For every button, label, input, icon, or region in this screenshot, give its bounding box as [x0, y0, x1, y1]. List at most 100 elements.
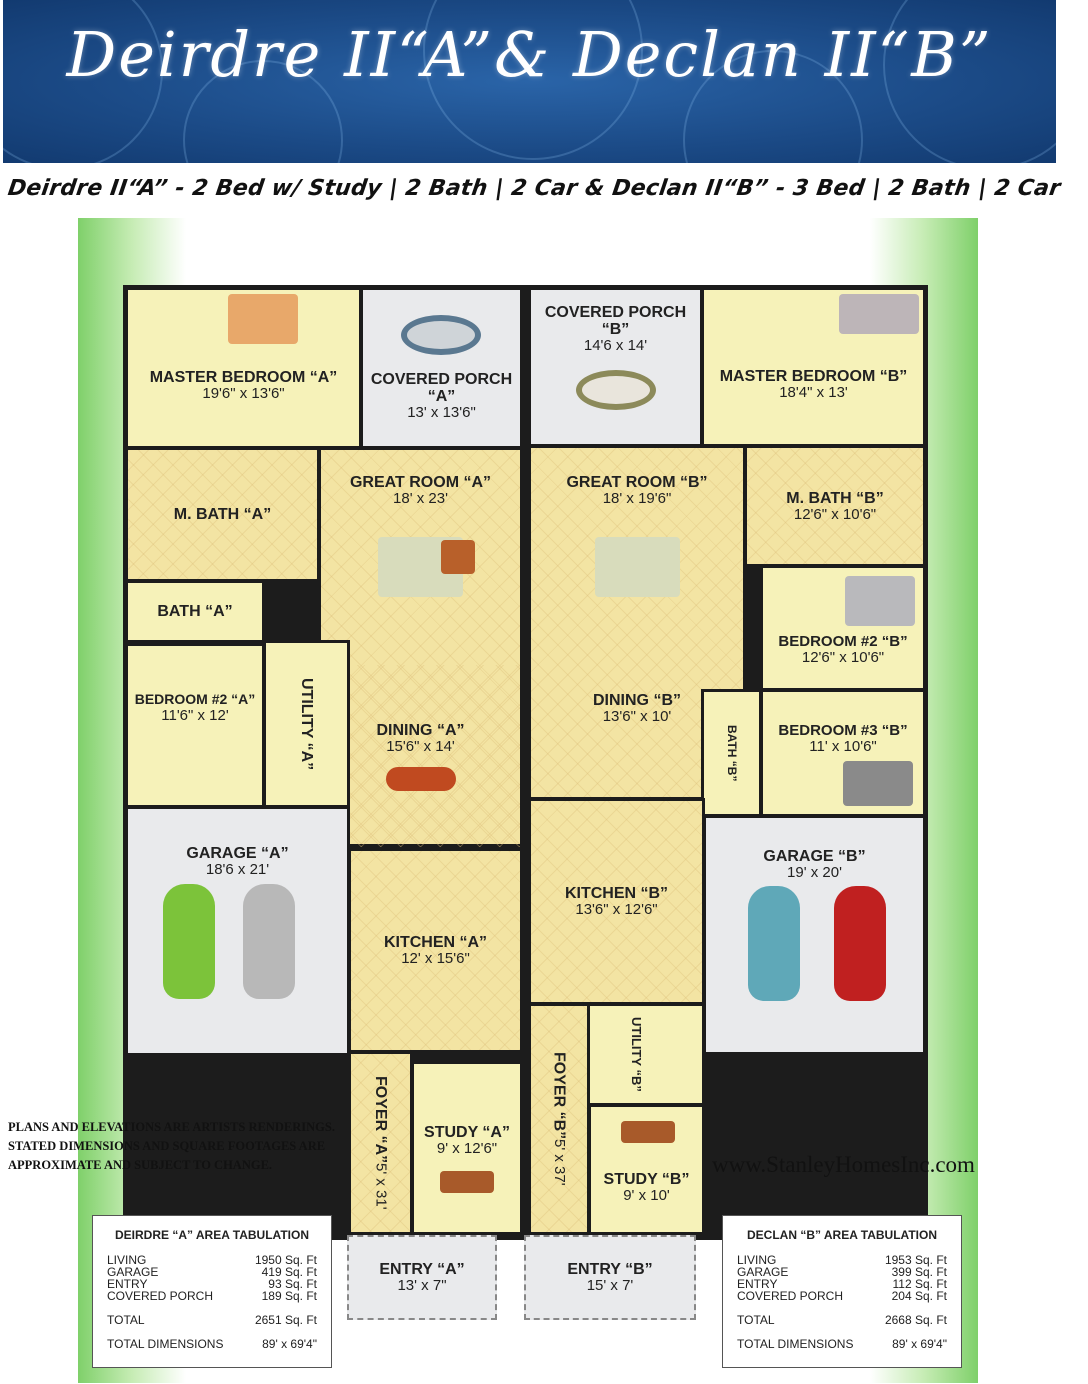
- room-text: 15' x 7': [586, 1277, 634, 1294]
- room-text: 14'6 x 14': [583, 337, 648, 354]
- tab-dimensions: TOTAL DIMENSIONS 89' x 69'4": [107, 1338, 317, 1350]
- room-text: STUDY “B”: [603, 1171, 690, 1188]
- room-text: 9' x 10': [623, 1187, 670, 1204]
- car-illustration: [834, 886, 886, 1001]
- banner-swirl: [3, 0, 163, 163]
- furniture-shape: [843, 761, 913, 806]
- room-text: COVERED PORCH: [737, 1289, 844, 1303]
- room-bedroom-2-b: BEDROOM #2 “B”12'6" x 10'6": [760, 565, 926, 691]
- room-text: 19'6" x 13'6": [202, 384, 285, 402]
- room-text: 11' x 10'6": [809, 738, 877, 755]
- room-text: ENTRY: [737, 1277, 778, 1291]
- room-master-bedroom-a: MASTER BEDROOM “A”19'6" x 13'6": [125, 287, 362, 449]
- room-text: TOTAL DIMENSIONS: [737, 1337, 854, 1351]
- room-text: LIVING: [107, 1253, 147, 1267]
- room-study-b: STUDY “B”9' x 10': [588, 1104, 705, 1235]
- room-text: TOTAL: [107, 1313, 145, 1327]
- room-bedroom-3-b: BEDROOM #3 “B”11' x 10'6": [760, 689, 926, 817]
- room-dining-a: DINING “A”15'6" x 14': [318, 665, 523, 850]
- room-garage-a: GARAGE “A”18'6 x 21': [125, 806, 350, 1056]
- room-text: BATH “A”: [157, 603, 233, 620]
- tabulation-title: DECLAN “B” AREA TABULATION: [747, 1228, 937, 1242]
- floor-plan: MASTER BEDROOM “A”19'6" x 13'6" COVERED …: [123, 285, 928, 1240]
- room-text: 5' x 31': [372, 1163, 390, 1210]
- tab-row: ENTRY 112 Sq. Ft: [737, 1278, 947, 1290]
- room-foyer-b: FOYER “B”5' x 37': [528, 1003, 590, 1235]
- room-text: TOTAL: [737, 1313, 775, 1327]
- room-entry-a: ENTRY “A”13' x 7": [347, 1235, 497, 1320]
- banner-title: Deirdre II“A”& Declan II“B”: [66, 18, 993, 91]
- furniture-shape: [228, 294, 298, 344]
- room-text: KITCHEN “A”: [383, 934, 488, 951]
- room-text: 89' x 69'4": [262, 1337, 317, 1351]
- furniture-shape: [845, 576, 915, 626]
- website-link[interactable]: www.StanleyHomesInc.com: [712, 1152, 975, 1177]
- room-text: 89' x 69'4": [892, 1337, 947, 1351]
- room-text: 13' x 13'6": [407, 403, 476, 421]
- room-text: 12'6" x 10'6": [801, 649, 885, 666]
- room-text: COVERED PORCH “A”: [370, 370, 513, 405]
- room-text: GARAGE “B”: [763, 848, 866, 865]
- room-text: BATH “B”: [725, 724, 739, 782]
- room-text: STUDY “A”: [424, 1124, 510, 1141]
- room-text: DINING “B”: [593, 692, 681, 709]
- disclaimer: PLANS AND ELEVATIONS ARE ARTISTS RENDERI…: [8, 1120, 335, 1172]
- furniture-shape: [621, 1121, 675, 1143]
- furniture-shape: [575, 370, 656, 410]
- room-m-bath-a: M. BATH “A”: [125, 447, 320, 582]
- furniture-shape: [839, 294, 919, 334]
- room-text: 204 Sq. Ft: [891, 1289, 947, 1303]
- room-text: TOTAL DIMENSIONS: [107, 1337, 224, 1351]
- room-master-bedroom-b: MASTER BEDROOM “B”18'4" x 13': [701, 287, 926, 447]
- tab-total: TOTAL 2651 Sq. Ft: [107, 1314, 317, 1326]
- tab-row: GARAGE 419 Sq. Ft: [107, 1266, 317, 1278]
- room-text: 1953 Sq. Ft: [884, 1253, 947, 1267]
- room-text: GARAGE: [107, 1265, 159, 1279]
- room-text: M. BATH “B”: [786, 489, 884, 507]
- tab-dimensions: TOTAL DIMENSIONS 89' x 69'4": [737, 1338, 947, 1350]
- room-utility-b: UTILITY “B”: [568, 1003, 705, 1106]
- room-text: BEDROOM #3 “B”: [778, 722, 908, 739]
- room-text: 1950 Sq. Ft: [254, 1253, 317, 1267]
- room-text: UTILITY “A”: [298, 677, 315, 771]
- tab-total: TOTAL 2668 Sq. Ft: [737, 1314, 947, 1326]
- room-text: 93 Sq. Ft: [268, 1277, 317, 1291]
- room-text: ENTRY: [107, 1277, 148, 1291]
- room-text: 15'6" x 14': [386, 737, 455, 755]
- room-m-bath-b: M. BATH “B”12'6" x 10'6": [744, 445, 926, 567]
- room-text: 189 Sq. Ft: [261, 1289, 317, 1303]
- room-text: ENTRY “B”: [567, 1261, 653, 1278]
- room-text: 19' x 20': [787, 864, 842, 881]
- room-utility-a: UTILITY “A”: [263, 640, 350, 808]
- room-text: 9' x 12'6": [436, 1140, 498, 1157]
- room-entry-b: ENTRY “B”15' x 7': [524, 1235, 696, 1320]
- room-kitchen-b: KITCHEN “B”13'6" x 12'6": [528, 798, 705, 1005]
- room-garage-b: GARAGE “B”19' x 20': [703, 815, 926, 1055]
- furniture-shape: [401, 315, 481, 355]
- car-illustration: [243, 884, 295, 999]
- room-text: 13'6" x 12'6": [575, 901, 658, 918]
- tabulation-title: DEIRDRE “A” AREA TABULATION: [115, 1228, 309, 1242]
- room-text: 13' x 7": [397, 1277, 447, 1294]
- room-text: 419 Sq. Ft: [261, 1265, 317, 1279]
- room-text: 18'4" x 13': [779, 383, 848, 401]
- room-text: 12' x 15'6": [401, 950, 470, 967]
- room-text: BEDROOM #2 “B”: [778, 633, 908, 650]
- furniture-shape: [441, 540, 475, 574]
- room-text: 2668 Sq. Ft: [884, 1313, 947, 1327]
- room-text: 11'6" x 12': [161, 707, 229, 724]
- tab-row: ENTRY 93 Sq. Ft: [107, 1278, 317, 1290]
- room-text: 2651 Sq. Ft: [254, 1313, 317, 1327]
- room-text: 112 Sq. Ft: [892, 1277, 947, 1291]
- furniture-shape: [385, 766, 456, 791]
- room-text: GREAT ROOM “A”: [349, 474, 492, 491]
- title-banner: Deirdre II“A”& Declan II“B”: [3, 0, 1056, 163]
- area-tabulation-a: DEIRDRE “A” AREA TABULATION LIVING 1950 S…: [92, 1215, 332, 1368]
- plan-subtitle: Deirdre II“A” - 2 Bed w/ Study | 2 Bath …: [6, 176, 1063, 201]
- room-text: 399 Sq. Ft: [891, 1265, 947, 1279]
- room-foyer-a: FOYER “A”5' x 31': [348, 1051, 413, 1235]
- banner-swirl: [883, 0, 1056, 163]
